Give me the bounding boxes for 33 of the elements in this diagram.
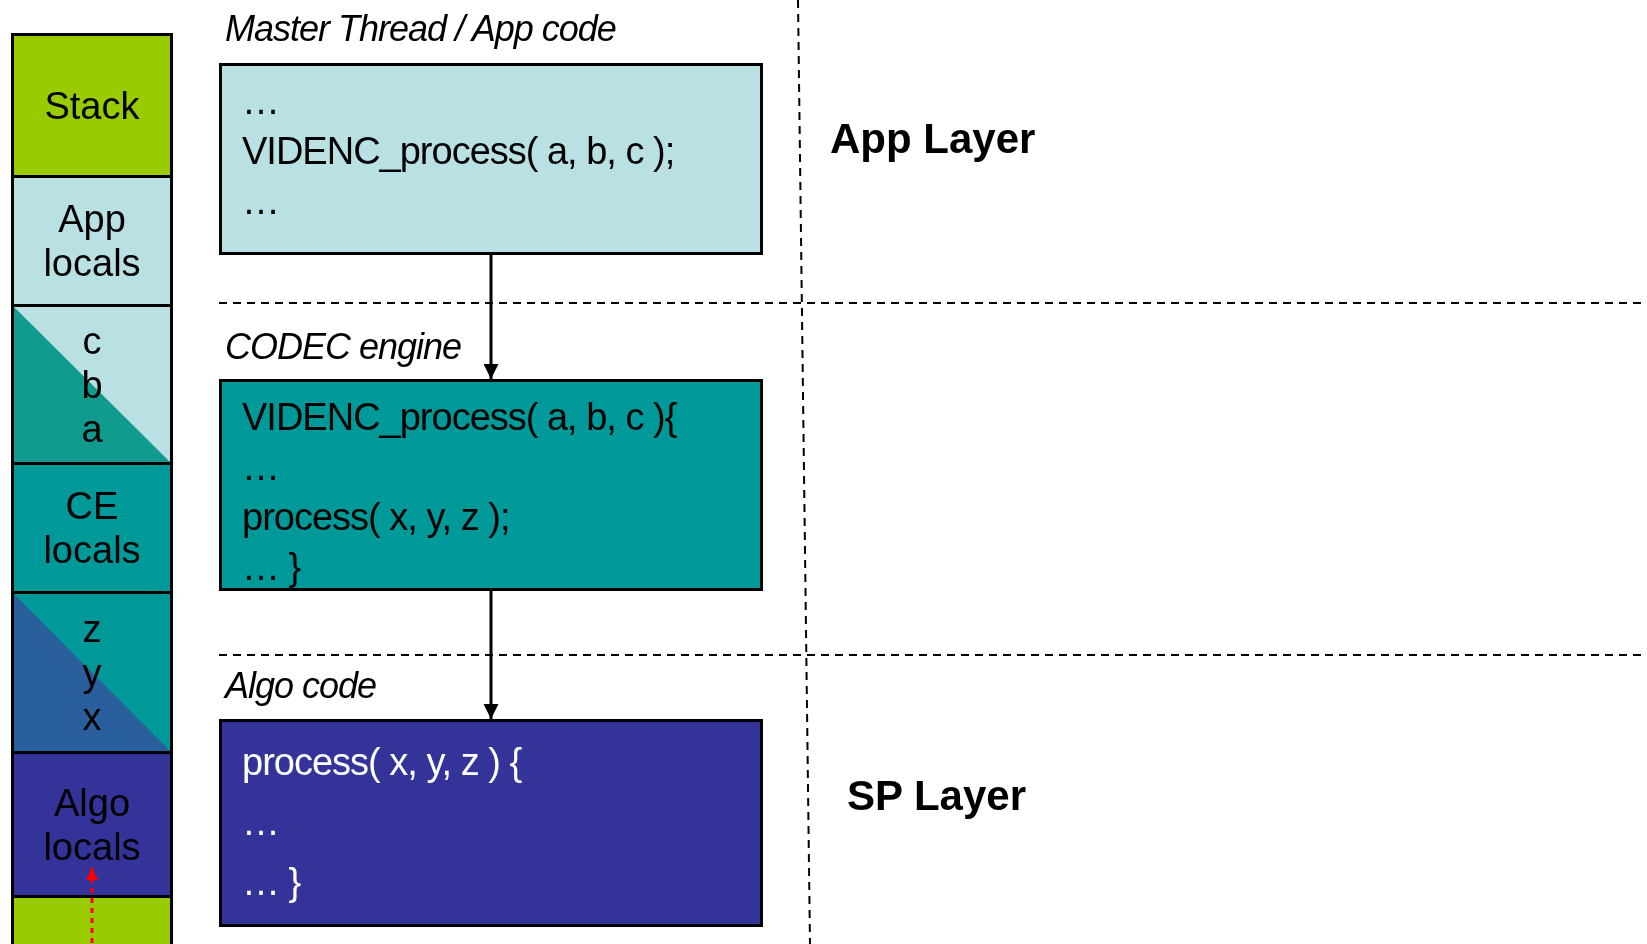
stack-segment [11, 895, 173, 944]
stack-segment [11, 175, 173, 307]
code-line: … } [242, 860, 302, 905]
code-line: … } [242, 545, 302, 590]
stack-segment [11, 591, 173, 754]
node-label: Master Thread / App code [225, 8, 616, 50]
stack-segment [11, 33, 173, 178]
code-line: VIDENC_process( a, b, c ); [242, 129, 676, 174]
code-line: process( x, y, z ); [242, 495, 511, 540]
layer-label: SP Layer [847, 772, 1026, 820]
code-box [219, 719, 763, 927]
segment-label: Stack [43, 83, 141, 128]
node-label: CODEC engine [225, 326, 462, 368]
arrow [483, 591, 499, 719]
code-line: … [242, 800, 280, 845]
code-box [219, 379, 763, 591]
segment-label: App locals [42, 197, 142, 285]
segment-label: Algo locals [42, 780, 142, 869]
stack-segment [11, 304, 173, 465]
arrow [86, 868, 98, 943]
code-line: process( x, y, z ) { [242, 740, 523, 785]
segment-label: z y x [81, 606, 103, 739]
layer-label: App Layer [830, 115, 1036, 163]
code-line: VIDENC_process( a, b, c ){ [242, 395, 678, 440]
stack-segment [11, 751, 173, 898]
node-label: Algo code [225, 665, 377, 707]
stack-segment [11, 462, 173, 594]
code-line: … [242, 179, 280, 224]
code-line: … [242, 79, 280, 124]
code-box [219, 63, 763, 255]
arrow [483, 255, 499, 379]
code-line: … [242, 445, 280, 490]
segment-label: CE locals [42, 484, 142, 572]
